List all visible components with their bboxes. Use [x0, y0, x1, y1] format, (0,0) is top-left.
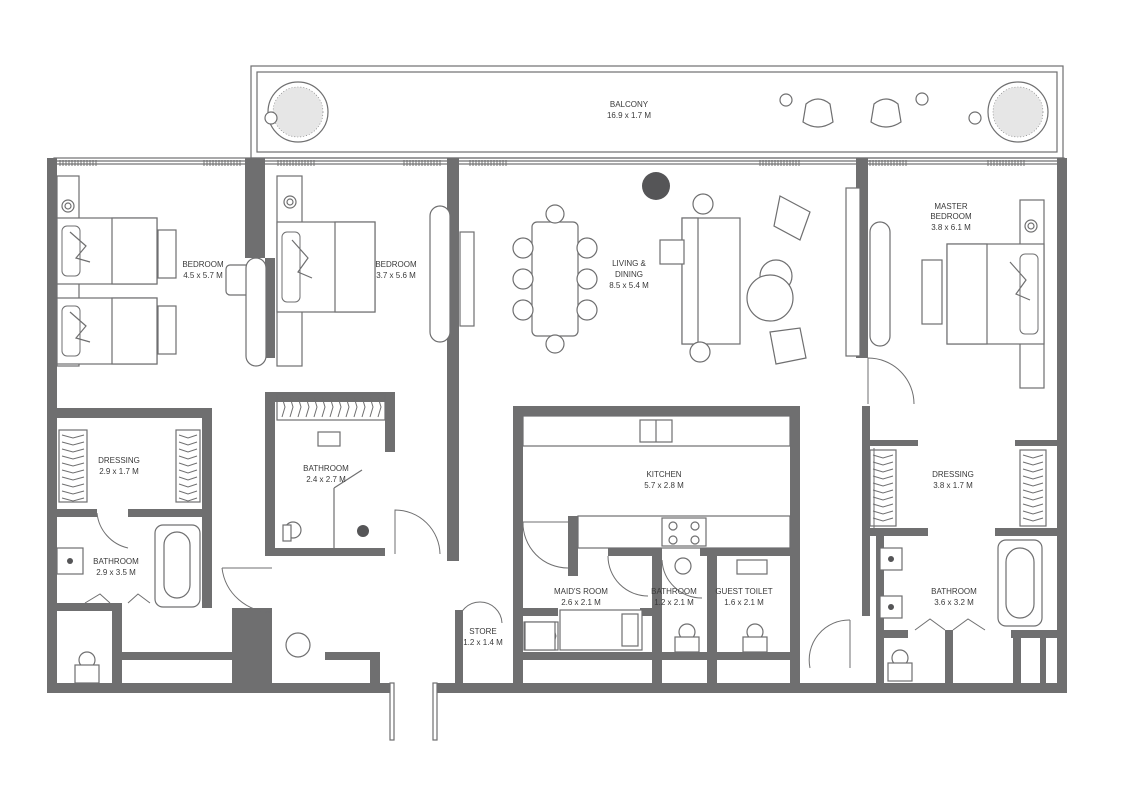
dining-chair	[545, 334, 565, 354]
dressing-1-size: 2.9 x 1.7 M	[99, 467, 139, 476]
wardrobe	[58, 429, 88, 503]
shower-drain	[357, 525, 369, 537]
bedroom-2-size: 3.7 x 5.6 M	[376, 271, 416, 280]
armchair	[773, 195, 811, 241]
dining-chair	[512, 237, 534, 259]
kitchen-name: KITCHEN	[646, 470, 681, 479]
wardrobe	[1019, 449, 1047, 527]
wardrobe	[869, 449, 897, 527]
doors	[84, 357, 986, 741]
balcony	[250, 65, 1064, 159]
entrance-door[interactable]	[389, 683, 438, 740]
balcony-size: 16.9 x 1.7 M	[607, 111, 651, 120]
kitchen-size: 5.7 x 2.8 M	[644, 481, 684, 490]
room-labels: BALCONY 16.9 x 1.7 M BEDROOM 4.5 x 5.7 M…	[93, 100, 977, 647]
dining-chair	[545, 204, 565, 224]
window-vents	[59, 160, 1025, 166]
balcony-chair	[870, 98, 902, 128]
bathroom-left-name: BATHROOM	[93, 557, 139, 566]
bedroom-1-furniture	[56, 175, 267, 367]
dressing-1-name: DRESSING	[98, 456, 140, 465]
bathroom-maid-name: BATHROOM	[651, 587, 697, 596]
facade-glazing	[53, 157, 1065, 165]
bathroom-mid-name: BATHROOM	[303, 464, 349, 473]
master-bedroom-furniture	[869, 199, 1045, 389]
dining-chair	[576, 268, 598, 290]
living-name-2: DINING	[615, 270, 643, 279]
bathroom-mid-size: 2.4 x 2.7 M	[306, 475, 346, 484]
bathroom-left-size: 2.9 x 3.5 M	[96, 568, 136, 577]
bedroom-2-furniture	[276, 175, 475, 367]
living-size: 8.5 x 5.4 M	[609, 281, 649, 290]
balcony-chair	[802, 98, 834, 128]
maids-room-name: MAID'S ROOM	[554, 587, 608, 596]
bathroom-maid-size: 1.2 x 2.1 M	[654, 598, 694, 607]
column	[642, 172, 670, 200]
dining-chair	[576, 299, 598, 321]
wardrobe	[276, 393, 386, 421]
dressing-2-name: DRESSING	[932, 470, 974, 479]
store-size: 1.2 x 1.4 M	[463, 638, 503, 647]
bathroom-master-size: 3.6 x 3.2 M	[934, 598, 974, 607]
hall-door[interactable]	[221, 567, 273, 613]
dressing-2-size: 3.8 x 1.7 M	[933, 481, 973, 490]
bedroom-1-name: BEDROOM	[182, 260, 224, 269]
dining-chair	[512, 299, 534, 321]
dining-chair	[512, 268, 534, 290]
master-name-2: BEDROOM	[930, 212, 972, 221]
bedroom-2-name: BEDROOM	[375, 260, 417, 269]
master-name-1: MASTER	[934, 202, 968, 211]
master-size: 3.8 x 6.1 M	[931, 223, 971, 232]
bathroom-master-name: BATHROOM	[931, 587, 977, 596]
guest-toilet-name: GUEST TOILET	[715, 587, 772, 596]
exterior-walls	[47, 158, 1067, 693]
living-furniture	[512, 172, 861, 365]
maids-room-size: 2.6 x 2.1 M	[561, 598, 601, 607]
dining-chair	[576, 237, 598, 259]
living-name-1: LIVING &	[612, 259, 646, 268]
wardrobe	[175, 429, 201, 503]
dining-table	[531, 221, 579, 337]
bedroom-1-size: 4.5 x 5.7 M	[183, 271, 223, 280]
bathroom-fixtures	[56, 415, 1043, 684]
balcony-name: BALCONY	[610, 100, 649, 109]
guest-toilet-size: 1.6 x 2.1 M	[724, 598, 764, 607]
armchair	[769, 327, 807, 365]
store-name: STORE	[469, 627, 496, 636]
